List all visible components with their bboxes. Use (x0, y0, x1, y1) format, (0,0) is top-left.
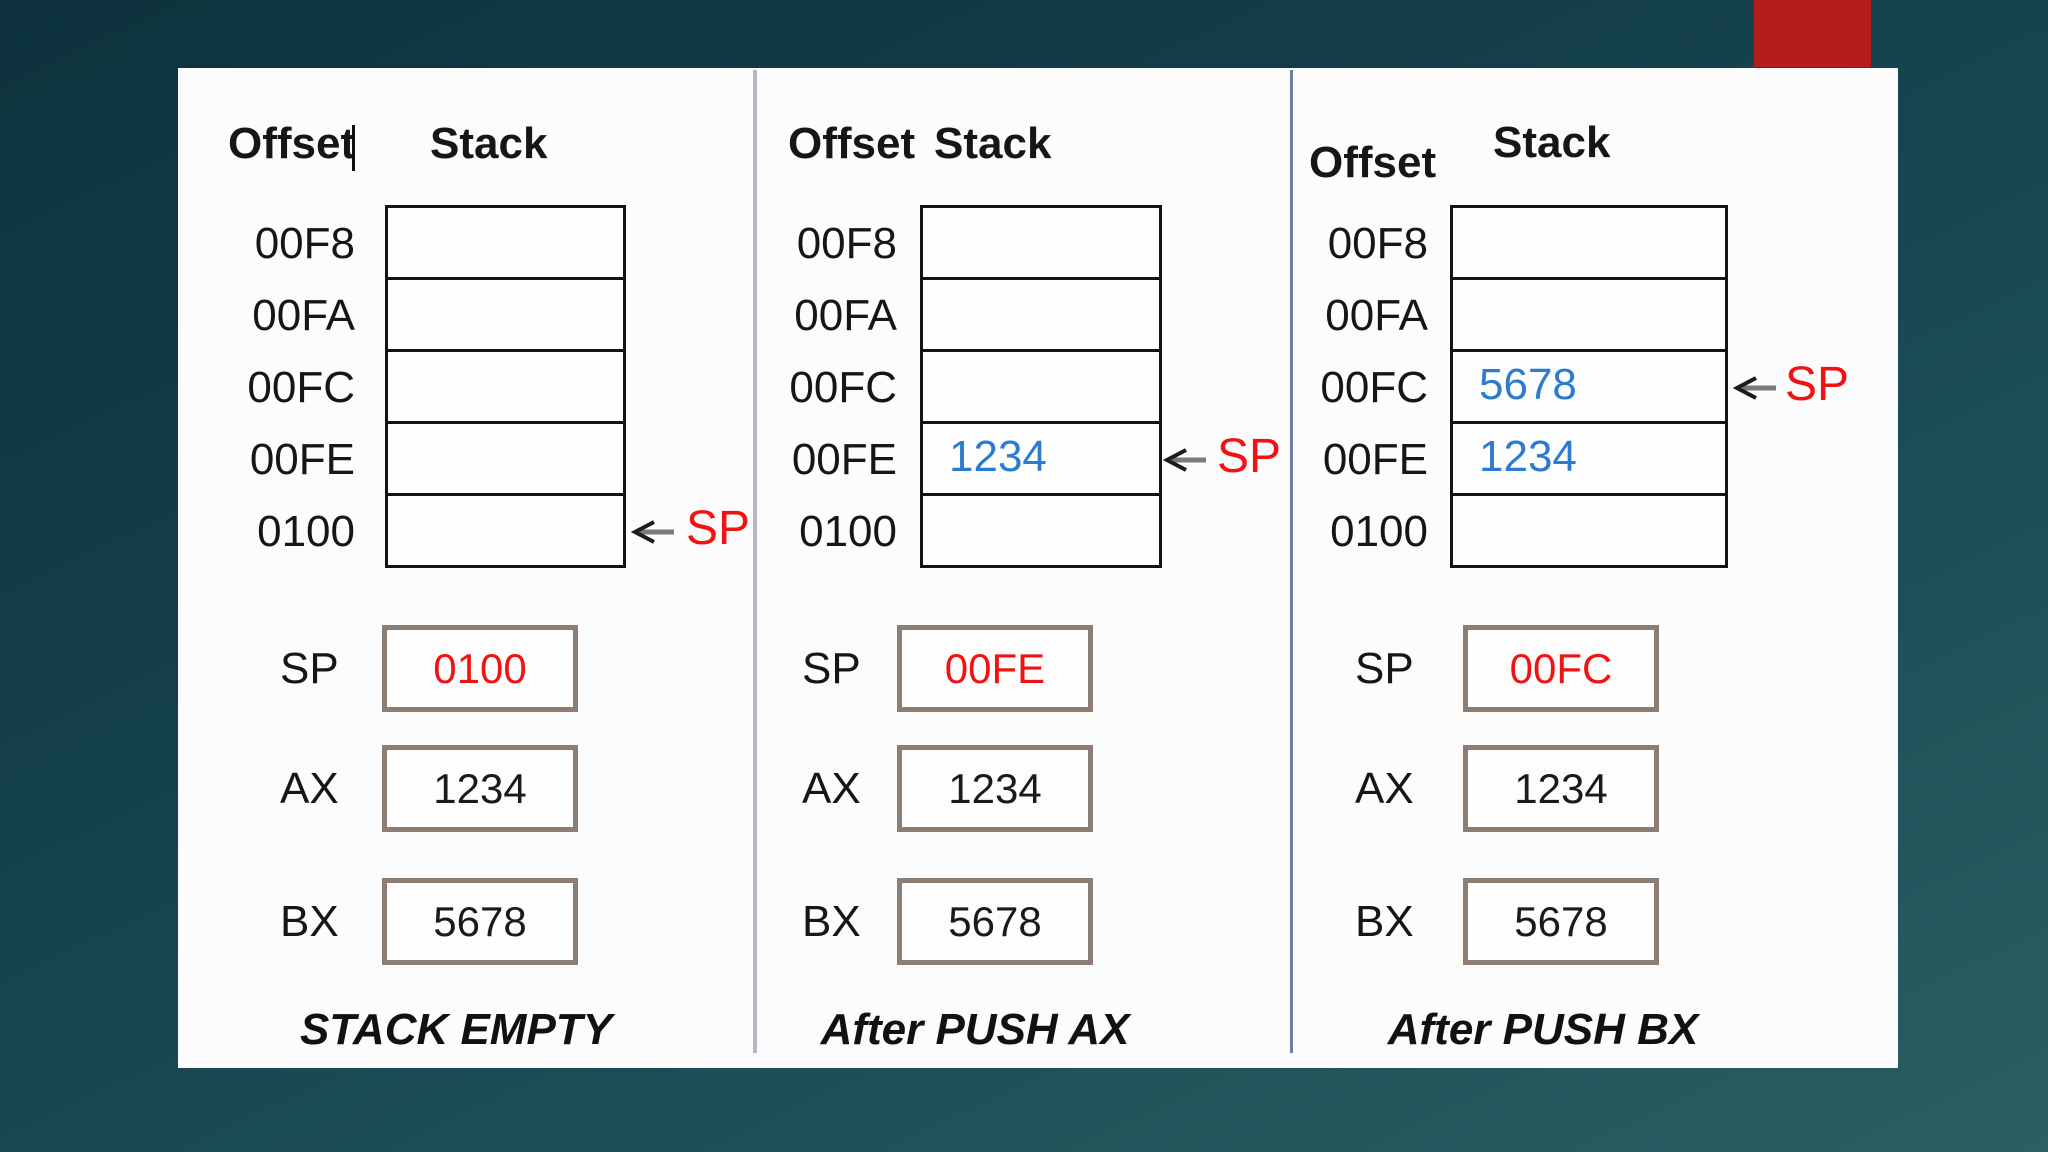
stack-cell (388, 424, 623, 496)
stack-cell (388, 280, 623, 352)
panel-caption: After PUSH BX (1387, 1005, 1699, 1054)
left-arrow-icon (630, 520, 674, 544)
register-value: 5678 (948, 898, 1042, 945)
stack-cell (923, 280, 1159, 352)
stack-table: 1234 (920, 205, 1162, 568)
text-cursor-caret (352, 125, 355, 171)
offset-label: 0100 (1330, 507, 1428, 556)
offset-label: 00F8 (796, 219, 897, 268)
register-label-bx: BX (1355, 897, 1414, 946)
offset-label: 00FE (249, 435, 355, 484)
stack-cell: 1234 (923, 424, 1159, 496)
register-label-ax: AX (1355, 764, 1414, 813)
left-arrow-icon (1732, 376, 1776, 400)
stack-cell (388, 496, 623, 565)
stack-cell (923, 208, 1159, 280)
register-box-ax: 1234 (897, 745, 1093, 832)
stack-cell (923, 352, 1159, 424)
stack-cell (1453, 280, 1725, 352)
offset-label: 0100 (799, 507, 897, 556)
register-value: 5678 (433, 898, 527, 945)
stack-cell (1453, 496, 1725, 565)
panel-caption: STACK EMPTY (299, 1005, 613, 1054)
panel-divider-1 (753, 70, 757, 1053)
register-value: 1234 (433, 765, 527, 812)
register-box-sp: 0100 (382, 625, 578, 712)
sp-pointer-label: SP (686, 502, 751, 555)
offset-label: 00FC (247, 363, 355, 412)
offset-label: 00FC (789, 363, 897, 412)
offset-label: 00FC (1320, 363, 1428, 412)
stack-table: 5678 1234 (1450, 205, 1728, 568)
stack-cell-value: 5678 (1479, 360, 1577, 409)
offset-label: 00FE (791, 435, 897, 484)
stack-cell (923, 496, 1159, 565)
offset-label: 00FA (794, 291, 897, 340)
offset-label: 00FA (1325, 291, 1428, 340)
register-box-bx: 5678 (382, 878, 578, 965)
register-label-sp: SP (1355, 644, 1414, 693)
register-value: 1234 (948, 765, 1042, 812)
stack-column-header: Stack (934, 119, 1052, 168)
panel-divider-2 (1290, 70, 1293, 1053)
stack-cell: 1234 (1453, 424, 1725, 496)
offset-label: 00FE (1322, 435, 1428, 484)
stack-cell (388, 352, 623, 424)
stack-cell-value: 1234 (1479, 432, 1577, 481)
stack-cell (388, 208, 623, 280)
register-label-sp: SP (802, 644, 861, 693)
slide: Offset Stack SP STACK EMPTY 00F8 00FA 00FC… (178, 68, 1898, 1068)
register-box-sp: 00FC (1463, 625, 1659, 712)
register-value: 00FE (944, 645, 1046, 692)
register-label-ax: AX (280, 764, 339, 813)
stack-cell (1453, 208, 1725, 280)
stack-panel: Offset Stack 5678 1234 SP After PUSH BX 0… (1293, 68, 1898, 1068)
offset-column-header: Offset (1309, 138, 1437, 187)
stack-column-header: Stack (430, 119, 548, 168)
offset-label: 0100 (257, 507, 355, 556)
register-label-bx: BX (280, 897, 339, 946)
offset-column-header: Offset (228, 119, 356, 168)
register-value: 00FC (1509, 645, 1613, 692)
accent-block (1754, 0, 1871, 67)
offset-label: 00FA (252, 291, 355, 340)
register-box-ax: 1234 (382, 745, 578, 832)
stack-cell-value: 1234 (949, 432, 1047, 481)
offset-label: 00F8 (254, 219, 355, 268)
offset-label: 00F8 (1327, 219, 1428, 268)
register-box-ax: 1234 (1463, 745, 1659, 832)
sp-pointer-label: SP (1785, 358, 1850, 411)
register-box-bx: 5678 (1463, 878, 1659, 965)
left-arrow-icon (1162, 448, 1206, 472)
sp-pointer-label: SP (1217, 430, 1282, 483)
stack-table (385, 205, 626, 568)
stack-panel: Offset Stack 1234 SP After PUSH AX 00F8 0… (757, 68, 1290, 1068)
stack-panel: Offset Stack SP STACK EMPTY 00F8 00FA 00FC… (178, 68, 753, 1068)
offset-column-header: Offset (788, 119, 916, 168)
register-value: 0100 (433, 645, 527, 692)
stack-column-header: Stack (1493, 118, 1611, 167)
register-value: 1234 (1514, 765, 1608, 812)
register-label-bx: BX (802, 897, 861, 946)
register-label-ax: AX (802, 764, 861, 813)
register-label-sp: SP (280, 644, 339, 693)
register-value: 5678 (1514, 898, 1608, 945)
stack-cell: 5678 (1453, 352, 1725, 424)
register-box-sp: 00FE (897, 625, 1093, 712)
register-box-bx: 5678 (897, 878, 1093, 965)
panel-caption: After PUSH AX (820, 1005, 1130, 1054)
